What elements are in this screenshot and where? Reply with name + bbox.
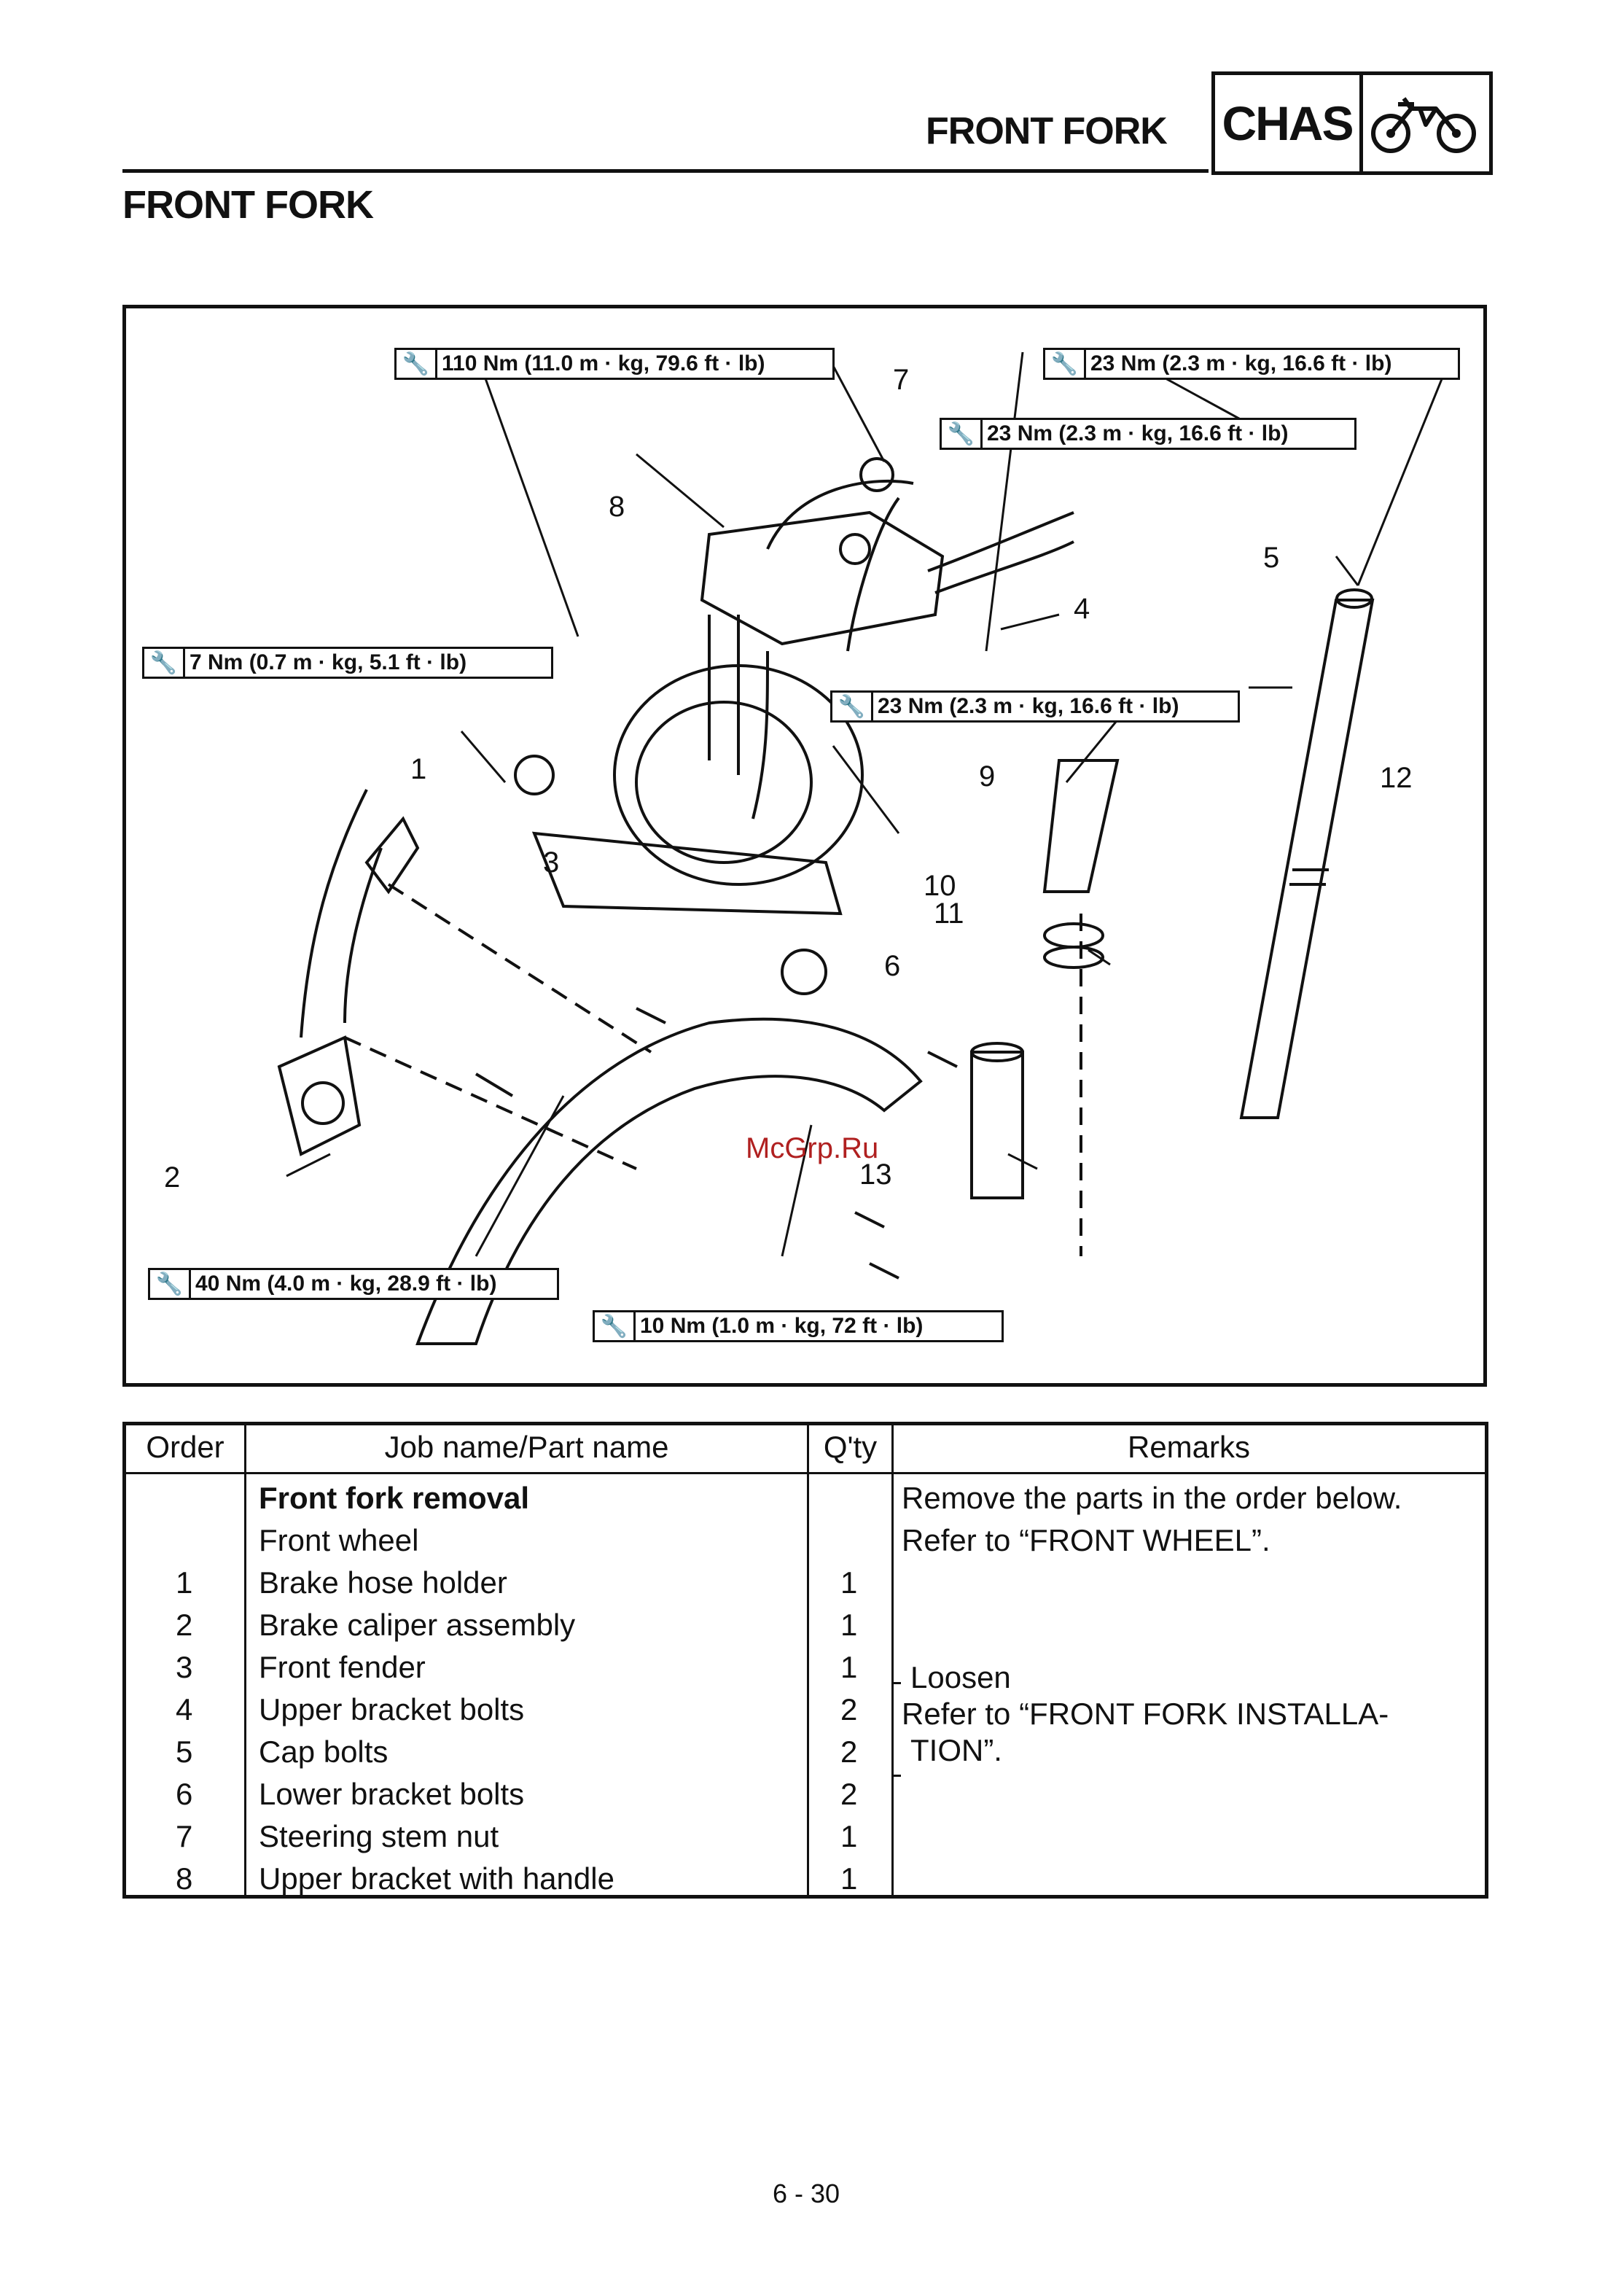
torque-spec-steering-nut: 🔧 110 Nm (11.0 m · kg, 79.6 ft · lb) [394, 348, 835, 380]
torque-wrench-icon: 🔧 [832, 693, 873, 720]
table-row-order: 6 [176, 1777, 193, 1811]
brake-caliper [277, 1035, 362, 1156]
section-title: FRONT FORK [122, 183, 374, 227]
torque-spec-upper-bracket: 🔧 23 Nm (2.3 m · kg, 16.6 ft · lb) [940, 418, 1356, 450]
motorcycle-icon-box [1358, 71, 1493, 175]
steering-stem [708, 615, 769, 820]
steering-stem-nut [859, 457, 894, 492]
column-divider [807, 1425, 809, 1895]
table-row-qty: 2 [840, 1692, 858, 1726]
upper-bracket [700, 510, 945, 646]
section-badge: CHAS [1211, 71, 1363, 175]
table-row-qty: 2 [840, 1735, 858, 1769]
table-row-job: Cap bolts [259, 1735, 389, 1769]
exploded-diagram: 🔧 110 Nm (11.0 m · kg, 79.6 ft · lb) 🔧 2… [122, 305, 1487, 1387]
fork-spacer [970, 1051, 1024, 1199]
callout-12: 12 [1380, 762, 1413, 794]
callout-2: 2 [164, 1161, 181, 1194]
front-fork-illustration [277, 351, 1454, 1345]
column-divider [244, 1425, 246, 1895]
page-number: 6 - 30 [773, 2179, 840, 2208]
table-row-job: Brake caliper assembly [259, 1608, 576, 1642]
remarks-loosen: Loosen [910, 1660, 1011, 1694]
table-row-job: Upper bracket bolts [259, 1692, 525, 1726]
callout-4: 4 [1074, 593, 1090, 625]
table-row-order: 5 [176, 1735, 193, 1769]
column-header-remarks: Remarks [1127, 1430, 1251, 1464]
callout-11: 11 [934, 898, 964, 930]
torque-wrench-icon: 🔧 [150, 1270, 191, 1298]
table-row-order: 1 [176, 1565, 193, 1600]
callout-5: 5 [1263, 542, 1280, 574]
torque-spec-fender: 🔧 10 Nm (1.0 m · kg, 72 ft · lb) [593, 1310, 1004, 1342]
torque-wrench-icon: 🔧 [942, 420, 983, 448]
table-row-qty: 1 [840, 1650, 858, 1684]
fork-leg [1239, 599, 1375, 1119]
callout-1: 1 [410, 753, 427, 785]
callout-3: 3 [543, 846, 560, 879]
turn-signal-right [781, 949, 827, 995]
callout-10: 10 [924, 870, 956, 902]
table-row-job: Lower bracket bolts [259, 1777, 525, 1811]
torque-spec-caliper: 🔧 40 Nm (4.0 m · kg, 28.9 ft · lb) [148, 1268, 559, 1300]
handlebar [766, 479, 1074, 652]
table-row-qty: 1 [840, 1819, 858, 1853]
remarks-refer-installation-cont: TION”. [910, 1733, 1002, 1767]
turn-signal-left [514, 755, 555, 795]
table-row-job: Front fender [259, 1650, 426, 1684]
fork-dust-seal [1042, 759, 1120, 893]
remarks-refer-installation: Refer to “FRONT FORK INSTALLA- [902, 1697, 1389, 1731]
table-row-qty: 2 [840, 1777, 858, 1811]
table-row-qty: 1 [840, 1861, 858, 1896]
callout-9: 9 [979, 760, 996, 793]
lower-bracket [531, 831, 843, 916]
table-row-job: Upper bracket with handle [259, 1861, 614, 1896]
bolt [475, 1007, 958, 1280]
table-row-order: 8 [176, 1861, 193, 1896]
column-divider [891, 1425, 894, 1895]
brake-hose [300, 789, 383, 1038]
table-row-qty: 1 [840, 1565, 858, 1600]
callout-7: 7 [893, 364, 910, 396]
torque-spec-cap-bolt: 🔧 23 Nm (2.3 m · kg, 16.6 ft · lb) [1043, 348, 1460, 380]
table-row-remarks: Remove the parts in the order below. [902, 1481, 1402, 1515]
front-fender [415, 1017, 923, 1345]
column-header-qty: Q'ty [823, 1430, 878, 1464]
callout-8: 8 [609, 491, 625, 523]
table-row-order: 7 [176, 1819, 193, 1853]
table-row-remarks: Refer to “FRONT WHEEL”. [902, 1523, 1270, 1557]
callout-6: 6 [884, 950, 901, 982]
page-header-title: FRONT FORK [926, 110, 1168, 152]
remarks-group-bracket [891, 1682, 901, 1777]
header-rule [122, 169, 1209, 173]
column-header-job: Job name/Part name [384, 1430, 669, 1464]
headlight [613, 664, 864, 886]
table-row-job: Brake hose holder [259, 1565, 507, 1600]
torque-spec-lower-bracket: 🔧 23 Nm (2.3 m · kg, 16.6 ft · lb) [830, 690, 1240, 723]
header-divider [126, 1472, 1485, 1474]
table-row-qty: 1 [840, 1608, 858, 1642]
fork-clip [1043, 922, 1104, 949]
torque-wrench-icon: 🔧 [144, 649, 185, 677]
torque-spec-hose-holder: 🔧 7 Nm (0.7 m · kg, 5.1 ft · lb) [142, 647, 553, 679]
callout-13: 13 [859, 1159, 892, 1191]
column-header-order: Order [146, 1430, 225, 1464]
table-row-job: Front fork removal [259, 1481, 530, 1515]
torque-wrench-icon: 🔧 [397, 350, 437, 378]
removal-procedure-table: Order Job name/Part name Q'ty Remarks Fr… [122, 1422, 1488, 1899]
table-row-order: 2 [176, 1608, 193, 1642]
leader-lines [286, 351, 1454, 1257]
fork-cap-bolt [1335, 588, 1373, 609]
table-row-job: Front wheel [259, 1523, 419, 1557]
watermark: McGrp.Ru [746, 1132, 879, 1164]
table-row-job: Steering stem nut [259, 1819, 499, 1853]
torque-wrench-icon: 🔧 [595, 1312, 636, 1340]
table-row-order: 4 [176, 1692, 193, 1726]
alignment-guide [344, 883, 652, 1170]
torque-wrench-icon: 🔧 [1045, 350, 1086, 378]
brake-hose-holder [364, 816, 420, 895]
motorcycle-icon [1371, 97, 1476, 153]
table-row-order: 3 [176, 1650, 193, 1684]
